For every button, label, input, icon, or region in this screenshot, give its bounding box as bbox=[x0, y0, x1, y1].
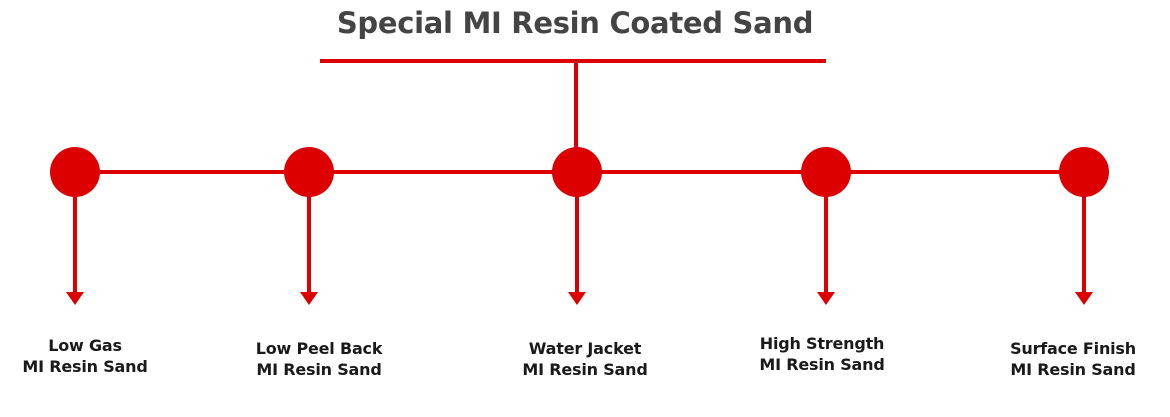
label-low-peel-back: Low Peel Back MI Resin Sand bbox=[219, 338, 419, 380]
node-circle bbox=[50, 147, 100, 197]
label-line1: Water Jacket bbox=[528, 339, 642, 358]
label-high-strength: High Strength MI Resin Sand bbox=[722, 333, 922, 375]
node-low-peel-back bbox=[284, 147, 334, 305]
label-line2: MI Resin Sand bbox=[22, 357, 148, 376]
label-surface-finish: Surface Finish MI Resin Sand bbox=[973, 338, 1170, 380]
label-line2: MI Resin Sand bbox=[522, 360, 648, 379]
label-line2: MI Resin Sand bbox=[1010, 360, 1136, 379]
label-low-gas: Low Gas MI Resin Sand bbox=[0, 335, 185, 377]
arrow-down-icon bbox=[66, 292, 84, 305]
node-circle bbox=[284, 147, 334, 197]
diagram-title: Special MI Resin Coated Sand bbox=[336, 6, 814, 40]
node-surface-finish bbox=[1059, 147, 1109, 305]
label-line1: Low Gas bbox=[48, 336, 122, 355]
label-line1: Surface Finish bbox=[1010, 339, 1136, 358]
label-line1: Low Peel Back bbox=[255, 339, 383, 358]
center-stem bbox=[574, 61, 578, 173]
node-high-strength bbox=[801, 147, 851, 305]
label-line2: MI Resin Sand bbox=[256, 360, 382, 379]
label-water-jacket: Water Jacket MI Resin Sand bbox=[485, 338, 685, 380]
arrow-down-icon bbox=[300, 292, 318, 305]
label-line1: High Strength bbox=[759, 334, 885, 353]
arrow-down-icon bbox=[1075, 292, 1093, 305]
node-circle bbox=[1059, 147, 1109, 197]
arrow-down-icon bbox=[817, 292, 835, 305]
node-low-gas bbox=[50, 147, 100, 305]
top-bar bbox=[320, 59, 826, 63]
node-water-jacket bbox=[552, 147, 602, 305]
node-circle bbox=[552, 147, 602, 197]
node-circle bbox=[801, 147, 851, 197]
arrow-down-icon bbox=[568, 292, 586, 305]
label-line2: MI Resin Sand bbox=[759, 355, 885, 374]
